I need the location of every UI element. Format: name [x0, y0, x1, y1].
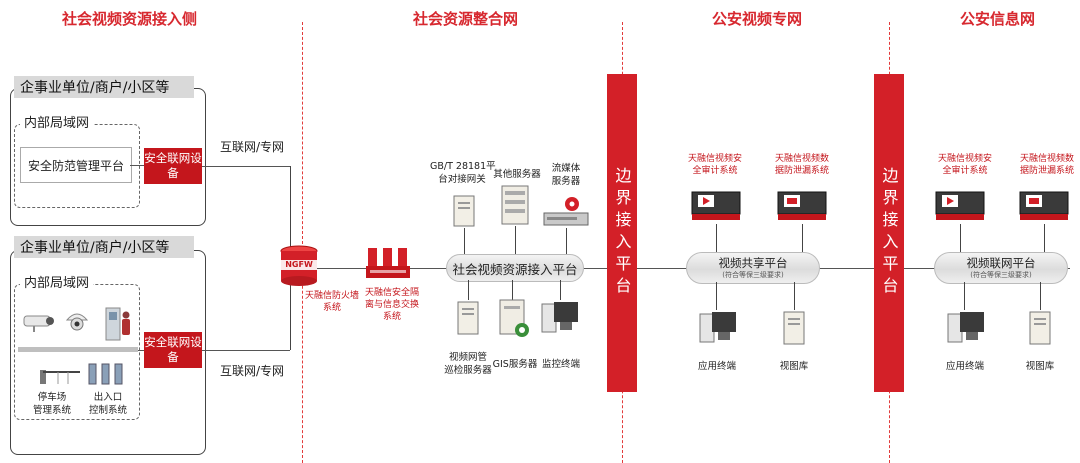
section-title-social-side: 社会视频资源接入侧 [62, 10, 198, 28]
app-terminal-icon [699, 312, 736, 343]
entrance-label: 出入口 控制系统 [88, 392, 127, 416]
link-line [960, 224, 961, 254]
lan-title-1: 内部局域网 [20, 112, 94, 131]
border-platform-2-text: 边界接入平台 [879, 167, 899, 299]
border-platform-1-text: 边界接入平台 [612, 167, 632, 299]
patrol-server-icon [457, 301, 479, 335]
firewall-label: 天融信防火墙 系统 [304, 291, 359, 313]
access-terminal-icon [105, 307, 130, 341]
link-line [566, 228, 567, 254]
audit-label-1: 天融信视频安 全审计系统 [687, 154, 742, 176]
net-label-2: 互联网/专网 [220, 364, 285, 378]
link-line [202, 166, 290, 167]
link-line [130, 165, 144, 166]
leak-label-2: 天融信视频数 据防泄漏系统 [1019, 154, 1074, 176]
ngfw-badge: NGFW [285, 260, 313, 269]
monitor-label: 监控终端 [541, 359, 580, 370]
stream-server-label: 流媒体 服务器 [551, 163, 581, 187]
link-line [1044, 224, 1045, 254]
section-title-social-network: 社会资源整合网 [413, 10, 519, 28]
org-title-1: 企事业单位/商户/小区等 [14, 76, 194, 98]
link-line [515, 226, 516, 254]
dome-camera-icon [65, 313, 89, 331]
link-line [802, 224, 803, 254]
audit-device-icon [935, 191, 985, 220]
border-platform-1: 边界接入平台 [607, 74, 637, 392]
dlp-device-icon [1019, 191, 1069, 220]
share-platform-note: (符合等保三级要求) [722, 271, 784, 279]
bullet-camera-icon [23, 315, 54, 332]
gateway-label: GB/T 28181平 台对接网关 [430, 161, 496, 185]
video-network-platform-title: 视频联网平台 [966, 256, 1036, 270]
app-label-1: 应用终端 [697, 361, 736, 372]
link-line [138, 350, 144, 351]
lib-label-2: 视图库 [1025, 361, 1055, 372]
backbone-line [290, 268, 1070, 269]
separator-1 [302, 22, 303, 463]
secure-device-2: 安全联网设备 [144, 332, 202, 368]
link-line [464, 228, 465, 254]
section-title-police-video: 公安视频专网 [712, 10, 803, 28]
share-platform-pipe: 视频共享平台 (符合等保三级要求) [686, 252, 820, 284]
share-platform-title: 视频共享平台 [718, 256, 788, 270]
audit-device-icon [691, 191, 741, 220]
isolation-label: 天融信安全隔 离与信息交换 系统 [364, 288, 419, 322]
secure-device-1: 安全联网设备 [144, 148, 202, 184]
firewall-icon [280, 245, 318, 286]
social-platform-title: 社会视频资源接入平台 [452, 261, 578, 277]
entrance-gate-icon [88, 363, 123, 385]
video-network-platform-note: (符合等保三级要求) [970, 271, 1032, 279]
section-title-police-info: 公安信息网 [960, 10, 1036, 28]
server-icon [453, 195, 475, 227]
link-line [964, 282, 965, 310]
social-platform-pipe: 社会视频资源接入平台 [446, 254, 584, 282]
lan-title-2: 内部局域网 [20, 272, 94, 291]
link-line [1040, 282, 1041, 310]
link-line [560, 280, 561, 300]
link-line [716, 224, 717, 254]
patrol-server-label: 视频网管 巡检服务器 [444, 352, 492, 376]
lan-bus [18, 347, 138, 352]
app-label-2: 应用终端 [945, 361, 984, 372]
lib-label-1: 视图库 [779, 361, 809, 372]
link-line [794, 282, 795, 310]
image-library-server-icon [783, 311, 805, 345]
dlp-device-icon [777, 191, 827, 220]
image-library-server-icon [1029, 311, 1051, 345]
server-rack-icon [501, 185, 529, 225]
security-platform: 安全防范管理平台 [20, 147, 132, 183]
gis-server-icon [499, 299, 529, 337]
video-network-platform-pipe: 视频联网平台 (符合等保三级要求) [934, 252, 1068, 284]
isolation-icon [366, 248, 410, 278]
link-line [512, 280, 513, 300]
stream-server-icon [543, 197, 589, 226]
monitor-terminal-icon [541, 302, 578, 333]
gis-server-label: GIS服务器 [492, 359, 538, 370]
audit-label-2: 天融信视频安 全审计系统 [937, 154, 992, 176]
link-line [716, 282, 717, 310]
parking-label: 停车场 管理系统 [32, 392, 71, 416]
parking-gate-icon [40, 370, 80, 384]
app-terminal-icon [947, 312, 984, 343]
org-title-2: 企事业单位/商户/小区等 [14, 236, 194, 258]
net-label-1: 互联网/专网 [220, 140, 285, 154]
leak-label-1: 天融信视频数 据防泄漏系统 [774, 154, 829, 176]
link-line [202, 350, 290, 351]
other-server-label: 其他服务器 [493, 169, 541, 180]
border-platform-2: 边界接入平台 [874, 74, 904, 392]
link-line [468, 280, 469, 300]
